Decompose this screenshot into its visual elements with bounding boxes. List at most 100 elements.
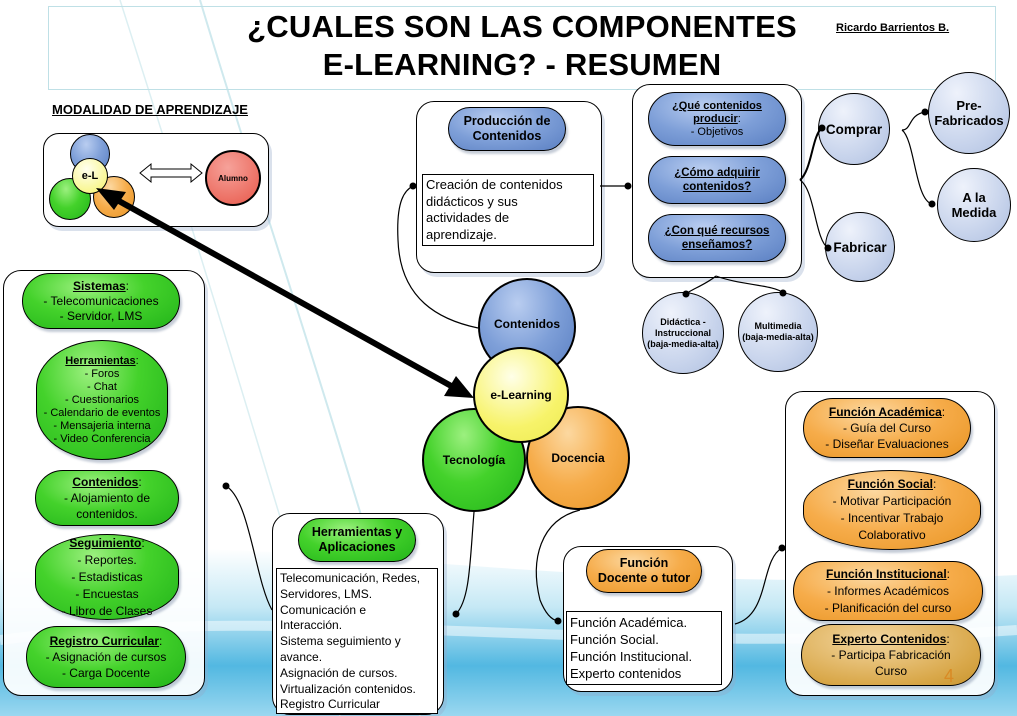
comprar-label: Comprar — [825, 121, 883, 137]
multimedia-circle: Multimedia (baja-media-alta) — [738, 292, 818, 372]
herramientas-line: - Foros — [84, 367, 120, 380]
page-number: 4 — [944, 666, 955, 686]
registro-line: - Asignación de cursos — [45, 650, 167, 664]
herramientas-line: - Video Conferencia — [53, 432, 151, 445]
herramientas-list-line: avance. — [280, 649, 323, 664]
funcion-docente-title-pill: Función Docente o tutor — [586, 549, 702, 593]
funcion-social-line: Colaborativo — [858, 528, 926, 542]
modalidad-label: MODALIDAD DE APRENDIZAJE — [52, 102, 248, 117]
experto-contenidos-line: - Participa Fabricación — [831, 648, 951, 662]
funcion-institucional-title: Función Institucional — [825, 566, 947, 581]
sistemas-line: - Servidor, LMS — [59, 308, 143, 323]
registro-line: - Carga Docente — [61, 666, 151, 680]
seguimiento-line: - Encuestas — [75, 586, 139, 601]
prefabricados-l1: Pre- — [956, 98, 982, 113]
funcion-social-line: - Motivar Participación — [832, 494, 952, 508]
pregunta-1-l2: contenidos? — [682, 181, 752, 193]
pregunta-0-l1: ¿Qué contenidos — [672, 99, 762, 112]
pregunta-1-l1: ¿Cómo adquirir — [674, 167, 760, 179]
tecnologia-label: Tecnología — [442, 453, 506, 467]
fabricar-label: Fabricar — [833, 239, 887, 255]
registro-curricular-pill: Registro Curricular: - Asignación de cur… — [26, 626, 186, 688]
funcion-docente-title-l2: Docente o tutor — [597, 571, 691, 585]
herramientas-list-line: Virtualización contenidos. — [280, 681, 416, 696]
mini-circle-elearning: e-L — [72, 158, 108, 194]
produccion-desc-line: aprendizaje. — [426, 226, 497, 242]
produccion-description: Creación de contenidos didácticos y sus … — [422, 174, 594, 246]
elearning-label: e-Learning — [490, 388, 552, 402]
herramientas-list-line: Telecomunicación, Redes, — [280, 571, 421, 585]
pregunta-2-l1: ¿Con qué recursos — [664, 225, 770, 237]
funcion-social-line: - Incentivar Trabajo — [840, 511, 944, 525]
double-arrow-icon — [139, 162, 203, 184]
author: Ricardo Barrientos B. — [836, 22, 950, 34]
contenidos-line: contenidos. — [76, 507, 138, 521]
pregunta-2-l2: enseñamos? — [681, 239, 753, 251]
sistemas-pill: Sistemas: - Telecomunicaciones - Servido… — [22, 273, 180, 329]
produccion-title-pill: Producción de Contenidos — [448, 107, 566, 151]
title-line-2: E-LEARNING? - RESUMEN — [322, 47, 722, 82]
funcion-institucional-pill: Función Institucional: - Informes Académ… — [793, 561, 983, 621]
didactica-l3: (baja-media-alta) — [647, 338, 719, 349]
funcion-institucional-line: - Planificación del curso — [824, 600, 952, 615]
experto-contenidos-pill: Experto Contenidos: - Participa Fabricac… — [801, 624, 981, 686]
contenidos-label: Contenidos — [494, 317, 560, 331]
funcion-academica-line: - Guía del Curso — [842, 421, 932, 435]
pregunta-con-que-recursos: ¿Con qué recursos enseñamos? — [648, 214, 786, 262]
seguimiento-line: - Libro de Clases — [61, 603, 153, 618]
contenidos-line: - Alojamiento de — [63, 491, 151, 505]
alumno-label: Alumno — [218, 173, 248, 183]
multimedia-l1: Multimedia — [754, 321, 802, 331]
funcion-docente-list: Función Académica. Función Social. Funci… — [566, 611, 722, 685]
herramientas-list-line: Interacción. — [280, 618, 343, 633]
herramientas-line: - Chat — [87, 380, 117, 393]
didactica-circle: Didáctica - Instruccional (baja-media-al… — [642, 292, 724, 374]
medida-l1: A la — [962, 190, 986, 205]
didactica-l2: Instruccional — [654, 327, 711, 338]
herramientas-aplicaciones-list: Telecomunicación, Redes, Servidores, LMS… — [276, 568, 438, 714]
sistemas-title: Sistemas — [72, 278, 126, 293]
herramientas-list-line: Comunicación e — [280, 602, 367, 617]
produccion-desc-line: actividades de — [426, 210, 510, 225]
mini-elearning-label: e-L — [81, 170, 99, 182]
produccion-desc-line: didácticos y sus — [426, 193, 518, 209]
funcion-docente-title-l1: Función — [619, 556, 669, 570]
prefabricados-circle: Pre- Fabricados — [928, 72, 1010, 154]
multimedia-l2: (baja-media-alta) — [742, 332, 814, 342]
sistemas-line: - Telecomunicaciones — [43, 293, 159, 308]
pregunta-0-suffix: : — [737, 112, 741, 125]
pregunta-0-detail: - Objetivos — [690, 125, 744, 138]
didactica-l1: Didáctica - — [660, 316, 706, 327]
herramientas-title-l2: Aplicaciones — [318, 540, 396, 554]
herramientas-line: - Calendario de eventos — [43, 406, 161, 419]
fabricar-circle: Fabricar — [825, 212, 895, 282]
funcion-social-title: Función Social — [847, 477, 933, 491]
herramientas-title-l1: Herramientas y — [311, 525, 403, 539]
docencia-label: Docencia — [551, 451, 605, 465]
funcion-academica-title: Función Académica — [828, 405, 942, 419]
herramientas-line: - Cuestionarios — [65, 393, 139, 406]
funcion-academica-line: - Diseñar Evaluaciones — [825, 437, 949, 451]
herramientas-pill: Herramientas: - Foros - Chat - Cuestiona… — [36, 340, 168, 460]
seguimiento-line: - Estadisticas — [71, 569, 143, 584]
funcion-docente-line: Función Académica. — [570, 615, 688, 630]
produccion-desc-line: Creación de contenidos — [426, 177, 563, 192]
prefabricados-l2: Fabricados — [934, 113, 1004, 128]
title-box: ¿CUALES SON LAS COMPONENTES E-LEARNING? … — [48, 6, 996, 90]
medida-l2: Medida — [951, 205, 997, 220]
herramientas-aplicaciones-title-pill: Herramientas y Aplicaciones — [298, 518, 416, 562]
herramientas-list-line: Registro Curricular — [280, 697, 381, 712]
alumno-circle: Alumno — [205, 150, 261, 206]
pregunta-como-adquirir: ¿Cómo adquirir contenidos? — [648, 156, 786, 204]
comprar-circle: Comprar — [818, 93, 890, 165]
produccion-title-l2: Contenidos — [472, 129, 542, 143]
pregunta-0-l2: producir — [693, 112, 738, 125]
herramientas-list-line: Asignación de cursos. — [280, 665, 398, 680]
registro-title: Registro Curricular — [49, 634, 159, 648]
title-line-1: ¿CUALES SON LAS COMPONENTES — [247, 9, 797, 44]
funcion-docente-line: Función Social. — [570, 632, 659, 647]
funcion-docente-line: Función Institucional. — [570, 649, 693, 664]
herramientas-list-line: Servidores, LMS. — [280, 586, 373, 601]
experto-contenidos-line: Curso — [874, 664, 907, 678]
funcion-docente-line: Experto contenidos — [570, 666, 682, 681]
